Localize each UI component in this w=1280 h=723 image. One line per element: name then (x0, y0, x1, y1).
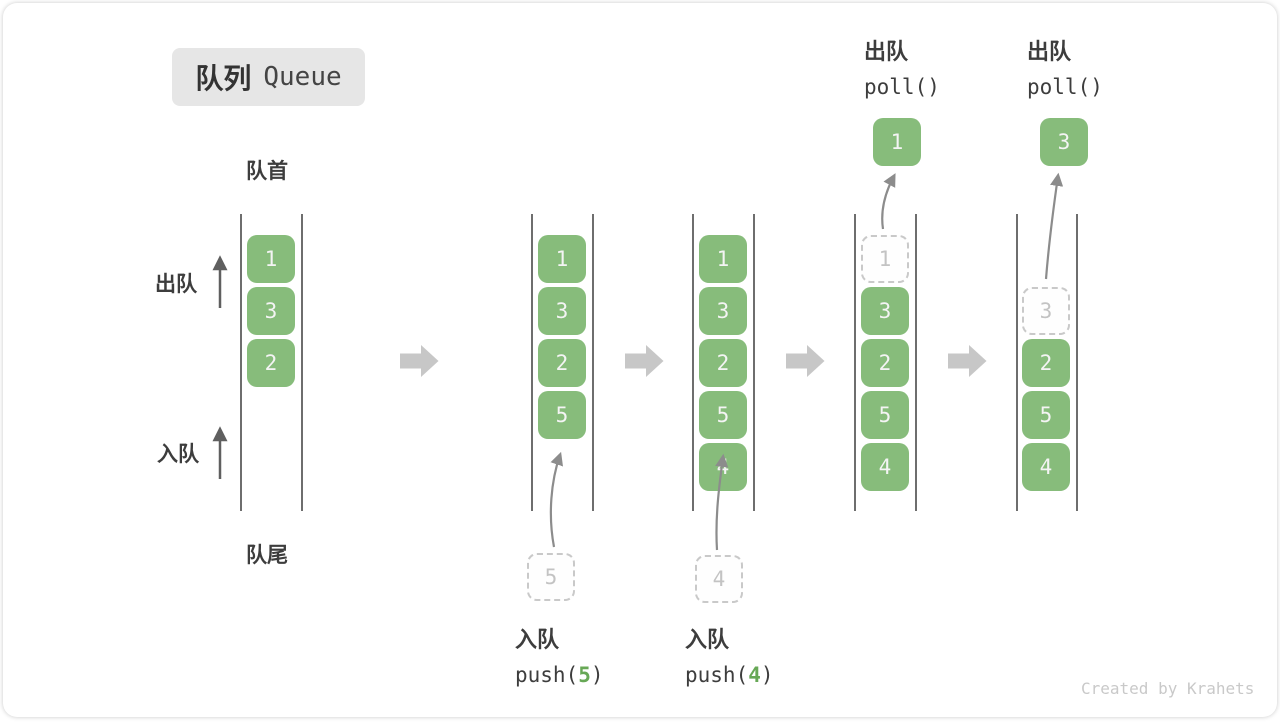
annotation-code: poll() (1027, 75, 1103, 99)
state-transition-arrow (948, 345, 987, 377)
popped-value-box: 1 (873, 118, 921, 166)
queue-cell: 3 (699, 287, 747, 335)
queue-rail (854, 214, 856, 511)
annotation-enqueue-push-4: 入队 push(4) (685, 622, 774, 687)
state-transition-arrow (786, 345, 825, 377)
annotation-dequeue-poll-2: 出队 poll() (1027, 34, 1103, 99)
queue-cell: 3 (247, 287, 295, 335)
dequeue-arrow (1044, 172, 1064, 280)
state-transition-arrow (400, 345, 439, 377)
annotation-enqueue-push-5: 入队 push(5) (515, 622, 604, 687)
queue-rail (1016, 214, 1018, 511)
queue-cell-ghost: 1 (861, 235, 909, 283)
queue-cell: 1 (699, 235, 747, 283)
queue-cell: 2 (1022, 339, 1070, 387)
annotation-code: poll() (864, 75, 940, 99)
queue-cell: 4 (699, 443, 747, 491)
label-queue-rear: 队尾 (246, 543, 288, 567)
queue-cell: 4 (1022, 443, 1070, 491)
queue-cell: 5 (538, 391, 586, 439)
label-dequeue: 出队 (155, 272, 197, 296)
annotation-title: 入队 (685, 628, 730, 653)
annotation-code: push(4) (685, 663, 774, 687)
queue-cell: 2 (699, 339, 747, 387)
queue-cell: 2 (861, 339, 909, 387)
watermark: Created by Krahets (1081, 679, 1255, 698)
queue-cell-ghost: 3 (1022, 287, 1070, 335)
incoming-value-box: 5 (527, 553, 575, 601)
queue-rail (240, 214, 242, 511)
annotation-title: 出队 (864, 40, 909, 65)
queue-rail (692, 214, 694, 511)
queue-cell: 1 (247, 235, 295, 283)
queue-cell: 5 (1022, 391, 1070, 439)
arrows-layer (212, 172, 1064, 551)
queue-cell: 5 (699, 391, 747, 439)
queue-rail (1076, 214, 1078, 511)
queue-cell: 3 (538, 287, 586, 335)
queue-rail (592, 214, 594, 511)
queue-cell: 3 (861, 287, 909, 335)
queue-cell: 4 (861, 443, 909, 491)
annotation-dequeue-poll-1: 出队 poll() (864, 34, 940, 99)
label-queue-front: 队首 (246, 159, 288, 183)
label-enqueue: 入队 (157, 442, 199, 466)
state-transition-arrow (625, 345, 664, 377)
queue-cell: 5 (861, 391, 909, 439)
queue-cell: 2 (538, 339, 586, 387)
enqueue-arrow (549, 451, 564, 548)
annotation-code: push(5) (515, 663, 604, 687)
diagram-canvas: 队列 Queue 队首 队尾 出队 入队 1 3 2 1 3 2 5 5 1 3… (3, 3, 1277, 717)
queue-rail (531, 214, 533, 511)
title-en: Queue (263, 62, 342, 92)
annotation-title: 入队 (515, 628, 560, 653)
annotation-title: 出队 (1027, 40, 1072, 65)
queue-cell: 2 (247, 339, 295, 387)
popped-value-box: 3 (1040, 118, 1088, 166)
title-badge: 队列 Queue (172, 48, 365, 106)
queue-rail (915, 214, 917, 511)
queue-rail (753, 214, 755, 511)
title-zh: 队列 (195, 62, 252, 95)
queue-cell: 1 (538, 235, 586, 283)
queue-rail (301, 214, 303, 511)
dequeue-arrow (881, 173, 896, 230)
incoming-value-box: 4 (695, 555, 743, 603)
